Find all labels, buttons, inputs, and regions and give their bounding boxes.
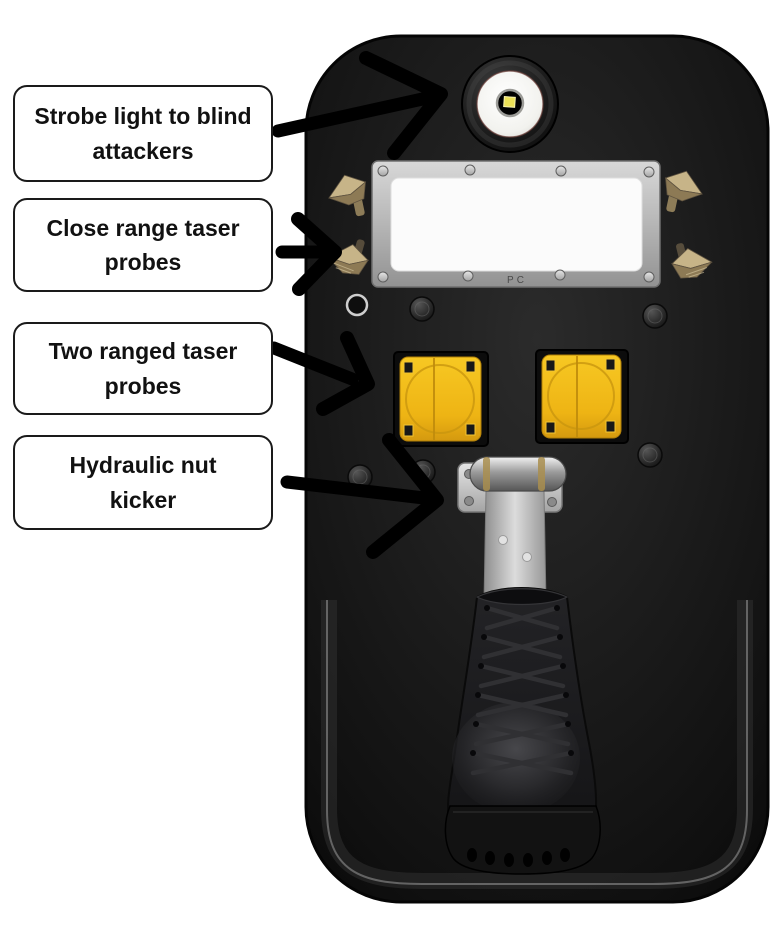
taser-cartridge-left (393, 351, 489, 447)
boot-laces (470, 605, 574, 776)
arrow-to-kicker (280, 433, 444, 559)
cartridge-circle (405, 364, 475, 434)
strap-hole (498, 535, 508, 545)
cartridge-plate (399, 356, 482, 442)
label-ranged-taser-probes-text: Two ranged taser probes (48, 338, 238, 399)
label-close-range-probes: Close range taser probes (13, 198, 273, 292)
arrow-to-close-probes (275, 212, 342, 296)
boot-sole (444, 805, 601, 875)
barrel-brass-ring (538, 457, 545, 491)
boot-toe-highlight (452, 702, 580, 814)
label-ranged-taser-probes: Two ranged taser probes (13, 322, 273, 415)
arrow-to-cartridges (267, 331, 375, 416)
brass-probe-lower-left (327, 239, 369, 275)
label-close-range-probes-text: Close range taser probes (46, 214, 240, 276)
kicker-strap (483, 490, 547, 603)
brass-probe-upper-left (328, 174, 367, 217)
label-strobe-light: Strobe light to blind attackers (13, 85, 273, 182)
cartridge-corner-holes (403, 360, 476, 437)
cartridge-circle (547, 362, 615, 430)
strobe-bezel-highlight (466, 60, 554, 148)
strobe-light (461, 55, 559, 153)
barrel-brass-ring (483, 457, 490, 491)
window-screws (377, 164, 655, 283)
shield-rim-band (321, 600, 753, 889)
nut-kicker-assembly (444, 456, 601, 875)
annotation-arrows (267, 51, 448, 559)
brass-probe-lower-right (671, 243, 713, 279)
shield-inner-edge-line (326, 600, 748, 885)
boot-eyelets (470, 605, 574, 756)
boot-collar (475, 588, 569, 606)
window-marking: PC (507, 275, 527, 286)
sole-tread (467, 848, 570, 867)
strobe-led-chip (503, 96, 516, 108)
cartridge-plate (541, 354, 622, 439)
arrow-to-strobe (271, 51, 448, 160)
boot (444, 587, 601, 875)
label-hydraulic-nut-kicker-text: Hydraulic nut kicker (69, 452, 217, 513)
view-window: PC (371, 160, 661, 288)
label-strobe-light-text: Strobe light to blind attackers (34, 103, 252, 164)
cartridge-corner-holes (545, 358, 616, 434)
close-range-probes (327, 170, 713, 279)
brass-probe-upper-right (664, 170, 703, 213)
taser-cartridge-right (535, 349, 629, 444)
strap-hole (522, 552, 532, 562)
ringed-rivet (345, 293, 369, 317)
label-hydraulic-nut-kicker: Hydraulic nut kicker (13, 435, 273, 530)
window-pane (390, 177, 643, 272)
